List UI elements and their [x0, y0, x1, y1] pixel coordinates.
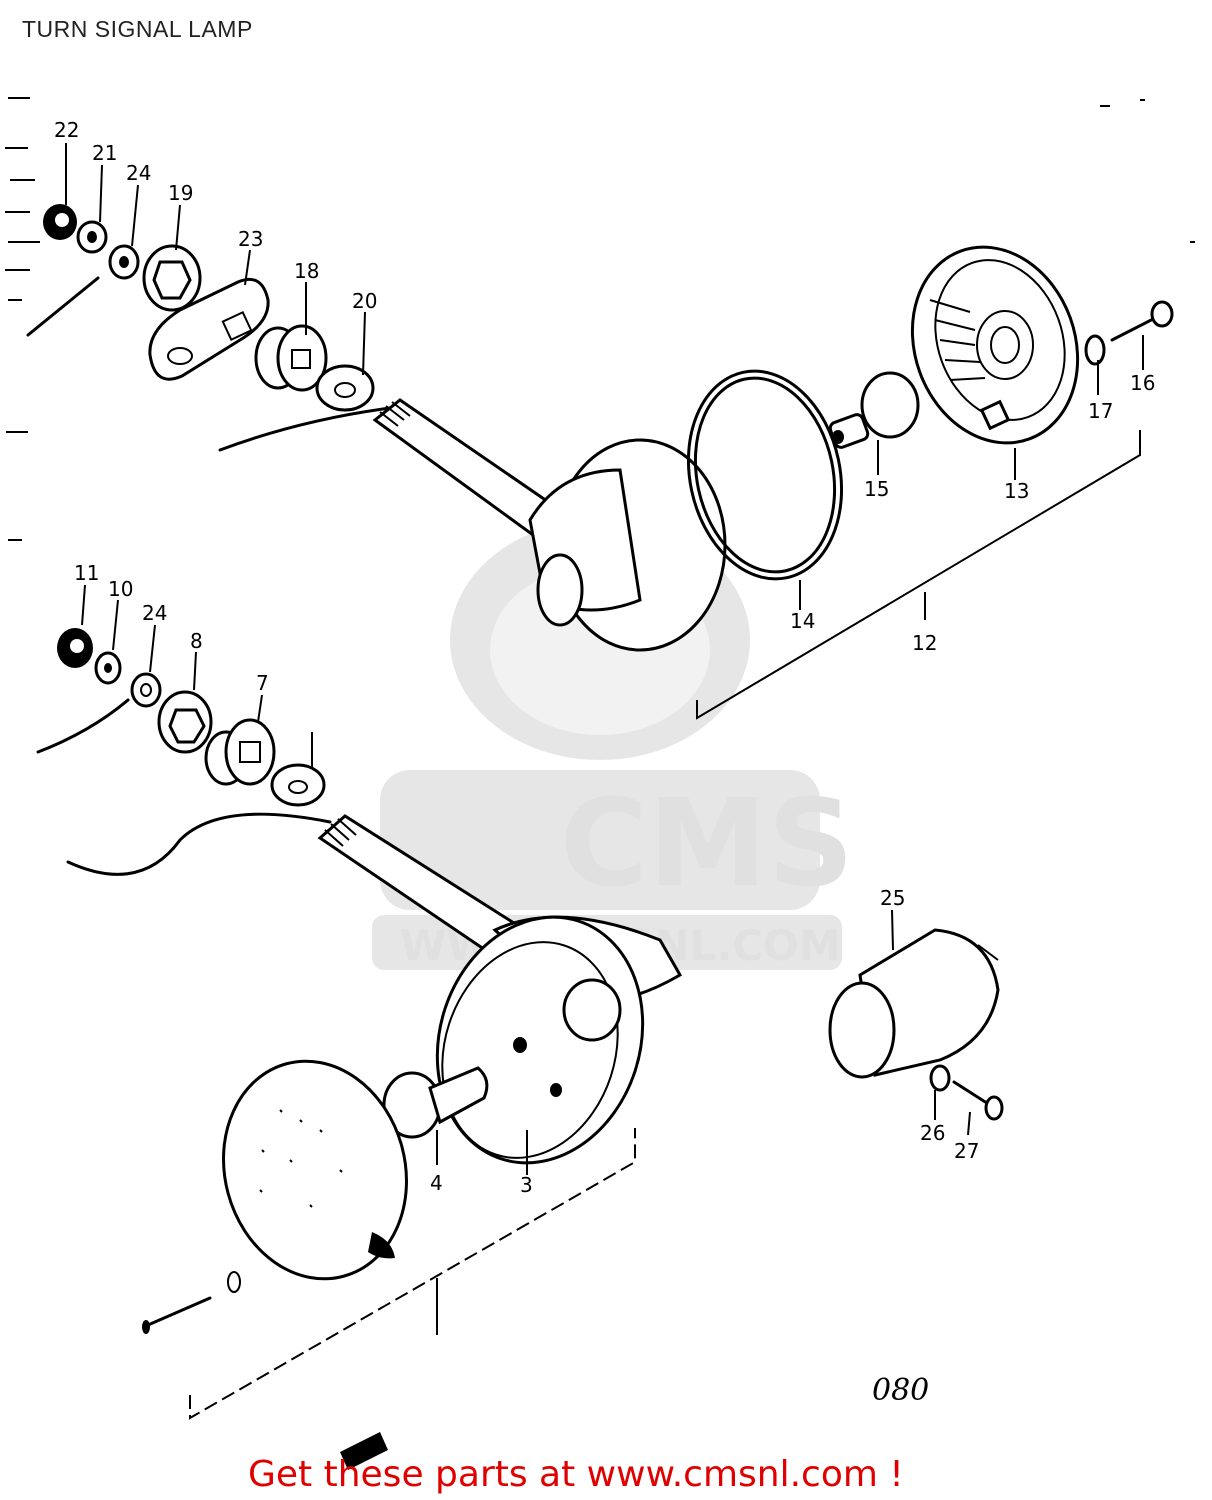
flange-nut-part-8 — [157, 690, 213, 754]
footer-link-text[interactable]: Get these parts at www.cmsnl.com ! — [248, 1454, 904, 1495]
upper-lamp-housing — [528, 438, 727, 652]
callout-21: 21 — [92, 141, 117, 165]
nut-part — [43, 204, 77, 240]
assembly-bracket-12 — [696, 430, 1141, 720]
washer-part-17 — [1084, 334, 1106, 366]
watermark-brand: CMS — [560, 775, 854, 914]
page-title: TURN SIGNAL LAMP — [22, 16, 253, 42]
callout-7: 7 — [256, 671, 269, 695]
lead-wire-terminal-lower — [36, 672, 162, 754]
screw-part-27 — [952, 1080, 1004, 1121]
callout-25: 25 — [880, 886, 905, 910]
screw-part-16 — [1110, 300, 1174, 342]
lead-wire-terminal — [26, 244, 140, 337]
callout-16: 16 — [1130, 371, 1155, 395]
callout-14: 14 — [790, 609, 815, 633]
side-reflector-part-25 — [828, 928, 1000, 1079]
lower-wire — [66, 812, 332, 876]
upper-lens-part — [910, 245, 1080, 445]
callout-11: 11 — [74, 561, 99, 585]
callout-13: 13 — [1004, 479, 1029, 503]
rubber-bushing-part — [254, 324, 328, 392]
callout-23: 23 — [238, 227, 263, 251]
washer-part — [76, 220, 108, 254]
callout-numbers: 22 21 24 19 23 18 20 16 17 15 13 14 12 1… — [54, 118, 1155, 1408]
callout-26: 26 — [920, 1121, 945, 1145]
callout-18: 18 — [294, 259, 319, 283]
callout-3: 3 — [520, 1173, 533, 1197]
rubber-bushing-part-7 — [204, 718, 276, 786]
bulb-part-15 — [828, 371, 920, 449]
lower-leader-lines — [81, 584, 971, 1175]
callout-17: 17 — [1088, 399, 1113, 423]
diagram-code: 080 — [872, 1373, 929, 1408]
callout-24-lower: 24 — [142, 601, 167, 625]
callout-20: 20 — [352, 289, 377, 313]
lens-screw-part — [142, 1271, 241, 1334]
lens-gasket-ring — [686, 369, 844, 581]
callout-8: 8 — [190, 629, 203, 653]
callout-27: 27 — [954, 1139, 979, 1163]
lock-washer-part-10 — [94, 651, 122, 685]
nut-part-11 — [57, 628, 93, 668]
lower-turn-signal-assembly — [36, 584, 1004, 1420]
lower-lamp-housing — [435, 915, 683, 1165]
upper-wire — [218, 406, 392, 452]
upper-turn-signal-assembly — [26, 143, 1174, 720]
mounting-plate-part — [148, 277, 270, 381]
stamp-artifact — [340, 1432, 388, 1470]
callout-12: 12 — [912, 631, 937, 655]
washer-part-20 — [315, 364, 375, 412]
upper-leader-lines — [65, 143, 1144, 610]
callout-4: 4 — [430, 1171, 443, 1195]
callout-19: 19 — [168, 181, 193, 205]
callout-24-upper: 24 — [126, 161, 151, 185]
callout-22: 22 — [54, 118, 79, 142]
callout-10: 10 — [108, 577, 133, 601]
washer-part-lower — [270, 763, 326, 807]
assembly-bracket-1 — [189, 1128, 636, 1420]
bulb-part-4 — [382, 1066, 489, 1139]
lower-lens-part — [222, 1059, 408, 1281]
callout-15: 15 — [864, 477, 889, 501]
scan-artifacts — [5, 97, 1195, 541]
washer-part-26 — [929, 1064, 951, 1092]
flange-nut-part — [142, 244, 202, 312]
